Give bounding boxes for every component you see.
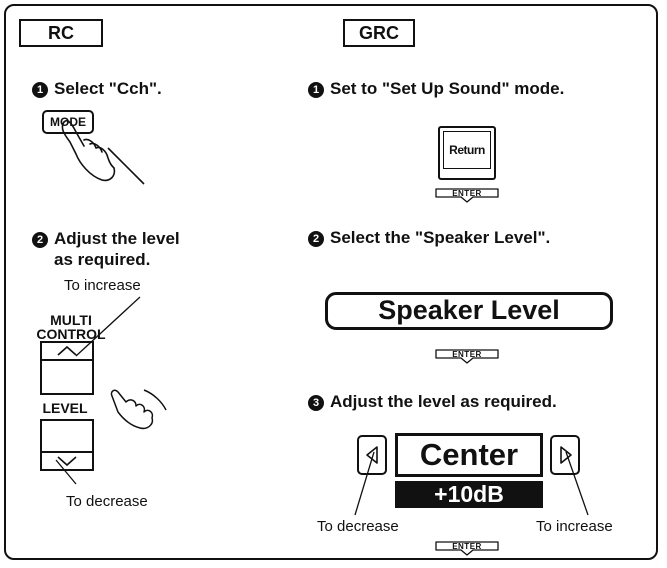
instruction-frame [4, 4, 658, 560]
rc-step-2: 2 Adjust the level as required. [32, 228, 180, 270]
hand-pointer-icon [110, 389, 167, 430]
step-number-3: 3 [308, 395, 324, 411]
multi-label: MULTI [50, 312, 92, 328]
multi-control-down-button[interactable] [40, 419, 94, 471]
return-button[interactable]: Return [438, 126, 496, 180]
enter-label: ENTER [452, 189, 482, 198]
grc-to-increase-label: To increase [536, 518, 613, 535]
grc-step-3-text: Adjust the level as required. [330, 392, 557, 411]
chevron-up-icon [57, 345, 77, 356]
grc-tab-label: GRC [359, 23, 399, 43]
grc-step-2-text: Select the "Speaker Level". [330, 228, 551, 247]
channel-display: Center [395, 433, 543, 477]
increase-button[interactable] [550, 435, 580, 475]
triangle-right-icon [560, 446, 572, 464]
rc-to-increase-label: To increase [64, 277, 141, 294]
rc-step-1: 1 Select "Cch". [32, 79, 162, 99]
speaker-level-display[interactable]: Speaker Level [325, 292, 613, 330]
mode-button-label: MODE [50, 115, 86, 129]
chevron-down-icon [57, 456, 77, 467]
step-number-1: 1 [32, 82, 48, 98]
level-value-display: +10dB [395, 481, 543, 508]
grc-step-1-text: Set to "Set Up Sound" mode. [330, 79, 565, 98]
rc-tab-label: RC [48, 23, 74, 43]
level-label: LEVEL [42, 400, 88, 416]
enter-arrow-icon: ENTER [435, 349, 499, 364]
step-number-2: 2 [308, 231, 324, 247]
enter-arrow-icon: ENTER [435, 188, 499, 203]
rc-step-1-text: Select "Cch". [54, 79, 162, 98]
decrease-button[interactable] [357, 435, 387, 475]
triangle-left-icon [366, 446, 378, 464]
step-number-1: 1 [308, 82, 324, 98]
rc-step-2-line2: as required. [54, 250, 151, 269]
step-number-2: 2 [32, 232, 48, 248]
grc-step-3: 3 Adjust the level as required. [308, 392, 557, 412]
multi-control-label: MULTI CONTROL [26, 313, 116, 341]
grc-tab: GRC [343, 19, 415, 47]
rc-to-decrease-label: To decrease [66, 493, 148, 510]
rc-tab: RC [19, 19, 103, 47]
control-label: CONTROL [36, 326, 106, 342]
multi-control-up-button[interactable] [40, 341, 94, 395]
grc-step-2: 2 Select the "Speaker Level". [308, 228, 550, 248]
mode-button[interactable]: MODE [42, 110, 94, 134]
rc-step-2-line1: Adjust the level [54, 229, 180, 248]
enter-label: ENTER [452, 350, 482, 359]
hand-pointer-icon [61, 119, 145, 185]
return-button-label: Return [443, 131, 491, 169]
grc-to-decrease-label: To decrease [317, 518, 399, 535]
enter-label: ENTER [452, 542, 482, 551]
grc-step-1: 1 Set to "Set Up Sound" mode. [308, 79, 564, 99]
enter-arrow-icon: ENTER [435, 541, 499, 556]
